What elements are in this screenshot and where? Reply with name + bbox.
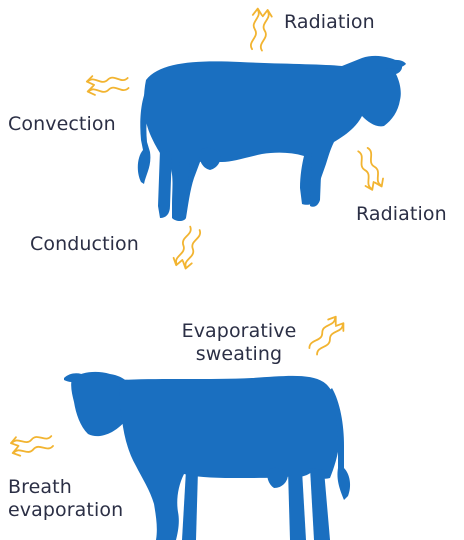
radiation-right-arrow-icon [354,147,386,192]
label-conduction: Conduction [30,233,139,256]
top-cow-silhouette [138,56,406,221]
label-breath-line2: evaporation [8,499,123,522]
label-evaporative-sweating: Evaporative sweating [178,320,300,366]
label-evaporative-line1: Evaporative [178,320,300,343]
evaporative-arrow-icon [306,314,347,358]
breath-arrow-icon [10,431,54,457]
label-breath-evaporation: Breath evaporation [8,476,123,522]
conduction-arrow-icon [172,225,204,270]
label-radiation-top: Radiation [284,11,375,34]
label-convection: Convection [8,113,116,136]
label-evaporative-line2: sweating [178,343,300,366]
radiation-top-arrow-icon [248,8,273,51]
label-radiation-right: Radiation [356,203,447,226]
label-breath-line1: Breath [8,476,123,499]
convection-arrow-icon [86,73,128,96]
